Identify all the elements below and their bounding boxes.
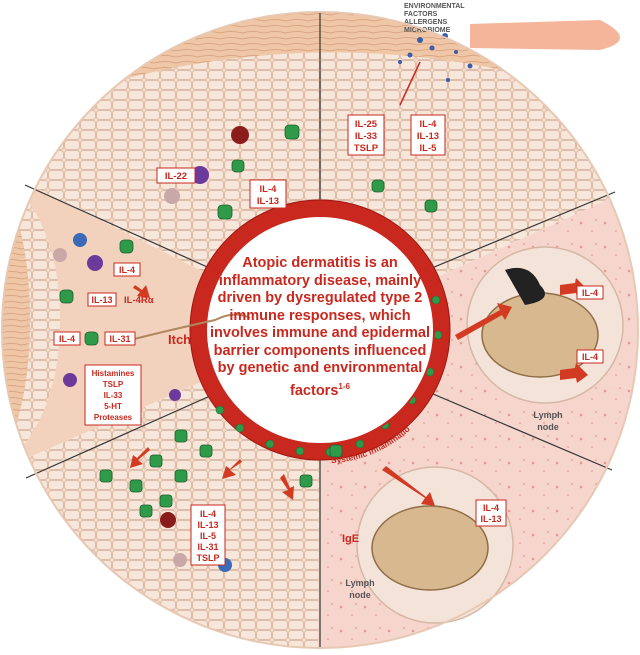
label-bottom-cytokines: IL-4 IL-13 IL-5 IL-31 TSLP [190, 504, 226, 566]
svg-text:Lymph: Lymph [345, 578, 374, 588]
label-br-il4-il13: IL-4 IL-13 [475, 499, 507, 527]
label-left-il4-top: IL-4 [113, 262, 141, 277]
svg-text:IL-4: IL-4 [582, 352, 598, 362]
svg-text:IL-4: IL-4 [483, 503, 499, 513]
svg-text:Lymph: Lymph [533, 410, 562, 420]
svg-text:IL-4: IL-4 [119, 265, 135, 275]
svg-text:TSLP: TSLP [196, 553, 219, 563]
svg-text:IL-4: IL-4 [260, 184, 278, 195]
svg-text:FACTORS: FACTORS [404, 11, 438, 18]
svg-text:IL-4: IL-4 [200, 509, 216, 519]
svg-text:5-HT: 5-HT [104, 402, 122, 411]
svg-text:IL-13: IL-13 [417, 131, 439, 142]
sector-dividers [24, 12, 616, 648]
svg-text:IL-13: IL-13 [197, 520, 218, 530]
svg-text:IL-33: IL-33 [355, 131, 377, 142]
svg-text:IL-4: IL-4 [59, 334, 75, 344]
label-mediators: Histamines TSLP IL-33 5-HT Proteases [84, 364, 142, 426]
svg-text:node: node [537, 422, 559, 432]
nerve-fiber [129, 313, 251, 341]
svg-text:IL-5: IL-5 [420, 143, 438, 154]
svg-text:Histamines: Histamines [92, 369, 135, 378]
label-left-il4-mid: IL-4 [53, 331, 81, 346]
svg-text:Proteases: Proteases [94, 413, 133, 422]
svg-text:TSLP: TSLP [103, 380, 124, 389]
label-ige: IgE [342, 533, 359, 545]
svg-text:IL-13: IL-13 [257, 196, 279, 207]
allergen-stream [470, 20, 620, 50]
svg-text:IL-22: IL-22 [165, 171, 187, 182]
center-disc [205, 215, 435, 445]
svg-text:IL-4: IL-4 [582, 288, 598, 298]
svg-text:IL-4: IL-4 [420, 119, 438, 130]
label-il22: IL-22 [156, 167, 196, 184]
svg-text:ENVIRONMENTAL: ENVIRONMENTAL [404, 3, 465, 10]
label-il4-il13-il5: IL-4 IL-13 IL-5 [410, 114, 446, 156]
svg-text:ALLERGENS: ALLERGENS [404, 19, 448, 26]
svg-text:IL-13: IL-13 [91, 295, 112, 305]
svg-text:IL-31: IL-31 [197, 542, 218, 552]
label-left-il13: IL-13 [87, 292, 117, 307]
label-right-il4-b: IL-4 [576, 349, 604, 364]
svg-text:IL-25: IL-25 [355, 119, 378, 130]
label-il4ra: IL-4Rα [124, 295, 154, 306]
svg-text:IL-33: IL-33 [104, 391, 123, 400]
svg-text:TSLP: TSLP [354, 143, 379, 154]
svg-text:node: node [349, 590, 371, 600]
svg-text:IL-5: IL-5 [200, 531, 216, 541]
label-il25-il33-tslp: IL-25 IL-33 TSLP [347, 114, 385, 156]
lymph-node-bottom: Lymph node [345, 466, 514, 624]
label-right-il4-a: IL-4 [576, 285, 604, 300]
label-top-il4-il13: IL-4 IL-13 [249, 179, 287, 209]
outer-ring [1, 11, 639, 649]
svg-text:IL-31: IL-31 [109, 334, 130, 344]
svg-text:IL-13: IL-13 [480, 514, 501, 524]
label-itch: Itch [168, 332, 191, 347]
center-statement: Atopic dermatitis is an inflammatory dis… [210, 255, 430, 399]
label-il31: IL-31 [104, 331, 136, 346]
